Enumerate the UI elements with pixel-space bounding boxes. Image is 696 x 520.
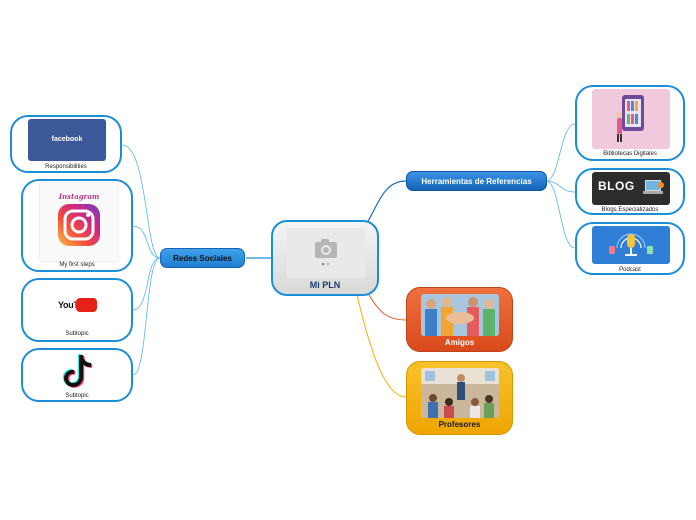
subtopic-tiktok-caption: Subtopic [65, 393, 89, 399]
laptop-icon [643, 180, 664, 194]
topic-profesores[interactable]: Profesores [406, 361, 513, 435]
tablet-books-icon [616, 95, 644, 142]
profesores-image [421, 368, 499, 418]
subtopic-instagram-caption: My first steps [59, 262, 95, 268]
blog-image: BLOG [592, 172, 670, 205]
digital-library-image [592, 89, 670, 149]
tiktok-logo-image [61, 352, 95, 390]
subtopic-blogs[interactable]: BLOG Blogs Especializados [575, 168, 685, 215]
blog-logo-text: BLOG [598, 179, 635, 193]
central-image-placeholder [287, 228, 365, 278]
subtopic-facebook-caption: Responsibilities [45, 164, 87, 170]
subtopic-blogs-caption: Blogs Especializados [601, 207, 659, 213]
facebook-logo-image: facebook [28, 119, 106, 161]
subtopic-podcast[interactable]: Podcast [575, 222, 685, 275]
youtube-logo-text: YouTube [58, 300, 93, 310]
subtopic-youtube[interactable]: YouTube Subtopic [21, 278, 133, 342]
instagram-logo-image: Instagram [39, 182, 119, 262]
topic-amigos-label: Amigos [444, 338, 475, 347]
topic-herramientas-label: Herramientas de Referencias [421, 177, 532, 186]
facebook-logo-text: facebook [51, 136, 83, 143]
subtopic-podcast-caption: Podcast [619, 267, 641, 273]
instagram-wordmark: Instagram [58, 192, 100, 201]
microphone-icon [609, 233, 653, 256]
subtopic-instagram[interactable]: Instagram My first steps [21, 179, 133, 272]
subtopic-bibliotecas-caption: Bibliotecas Digitales [603, 151, 657, 157]
topic-redes-sociales[interactable]: Redes Sociales [160, 248, 245, 268]
youtube-logo-image: YouTube [39, 282, 117, 328]
instagram-icon [58, 204, 100, 246]
topic-profesores-label: Profesores [438, 420, 481, 429]
amigos-image [421, 294, 499, 336]
friends-hands-photo [421, 294, 499, 336]
topic-redes-sociales-label: Redes Sociales [173, 254, 232, 263]
topic-amigos[interactable]: Amigos [406, 287, 513, 352]
camera-icon [315, 239, 337, 266]
subtopic-tiktok[interactable]: Subtopic [21, 348, 133, 402]
podcast-image [592, 226, 670, 264]
youtube-play-icon [76, 298, 97, 312]
central-title: Mi PLN [309, 280, 341, 290]
topic-herramientas[interactable]: Herramientas de Referencias [406, 171, 547, 191]
central-topic[interactable]: Mi PLN [271, 220, 379, 296]
tiktok-icon [62, 354, 93, 388]
subtopic-bibliotecas[interactable]: Bibliotecas Digitales [575, 85, 685, 161]
subtopic-facebook[interactable]: facebook Responsibilities [10, 115, 122, 173]
classroom-photo [421, 368, 499, 418]
subtopic-youtube-caption: Subtopic [65, 331, 89, 337]
